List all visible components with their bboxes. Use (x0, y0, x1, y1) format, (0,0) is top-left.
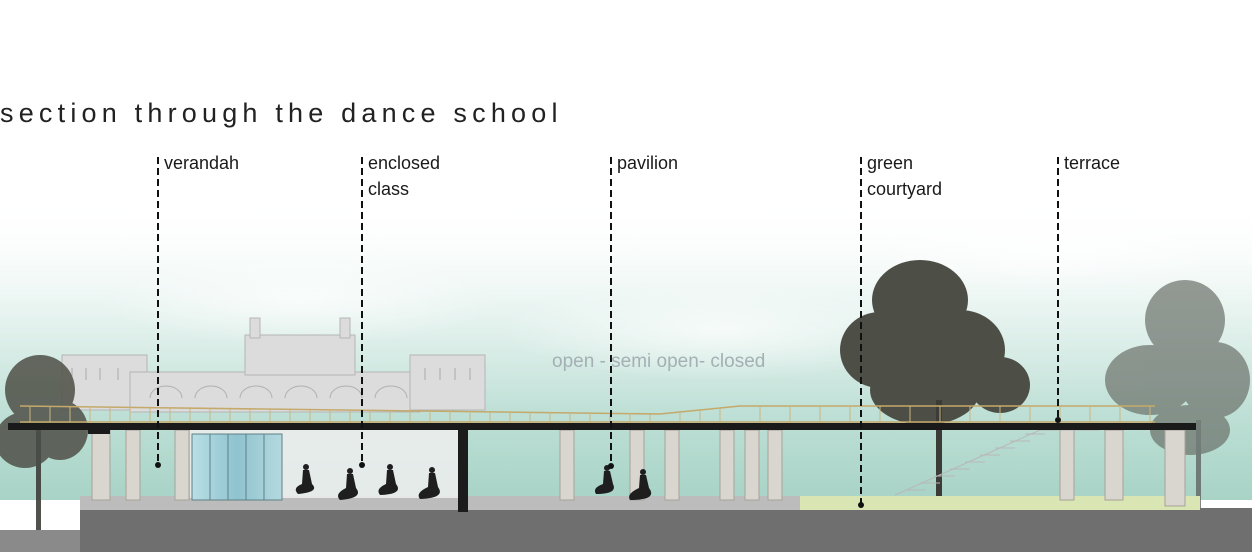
callout-terrace: terrace (1064, 153, 1121, 173)
callout-leaders (157, 157, 1059, 505)
ground-edge (0, 530, 80, 552)
callout-green-courtyard: green courtyard (867, 153, 943, 199)
diagram-title: section through the dance school (0, 98, 563, 128)
central-wall (458, 428, 468, 512)
callout-verandah: verandah (164, 153, 240, 173)
dancer-silhouette (418, 467, 440, 499)
dancer-silhouette (378, 464, 398, 495)
callout-pavilion: pavilion (617, 153, 679, 173)
roof-edge (88, 428, 110, 434)
callout-dots (155, 417, 1061, 508)
ground-section (80, 508, 1252, 552)
dancer-silhouette (295, 464, 315, 494)
glass-doors (191, 433, 283, 501)
dancer-silhouette (629, 469, 652, 500)
tree-left (0, 355, 88, 530)
courtyard-grass (800, 496, 1200, 510)
roof-slab (8, 423, 1196, 430)
tree-right (1105, 280, 1250, 530)
railing-balusters (29, 406, 1151, 422)
callout-enclosed-class: enclosed class (368, 153, 441, 199)
tree-courtyard (840, 260, 1030, 506)
background-palace (61, 317, 486, 413)
cloud (100, 255, 500, 345)
cloud (870, 210, 1230, 290)
dancer-silhouette (338, 468, 358, 500)
open-semi-open-closed-caption: open - semi open- closed (552, 351, 766, 372)
dancer-figures (295, 464, 652, 500)
